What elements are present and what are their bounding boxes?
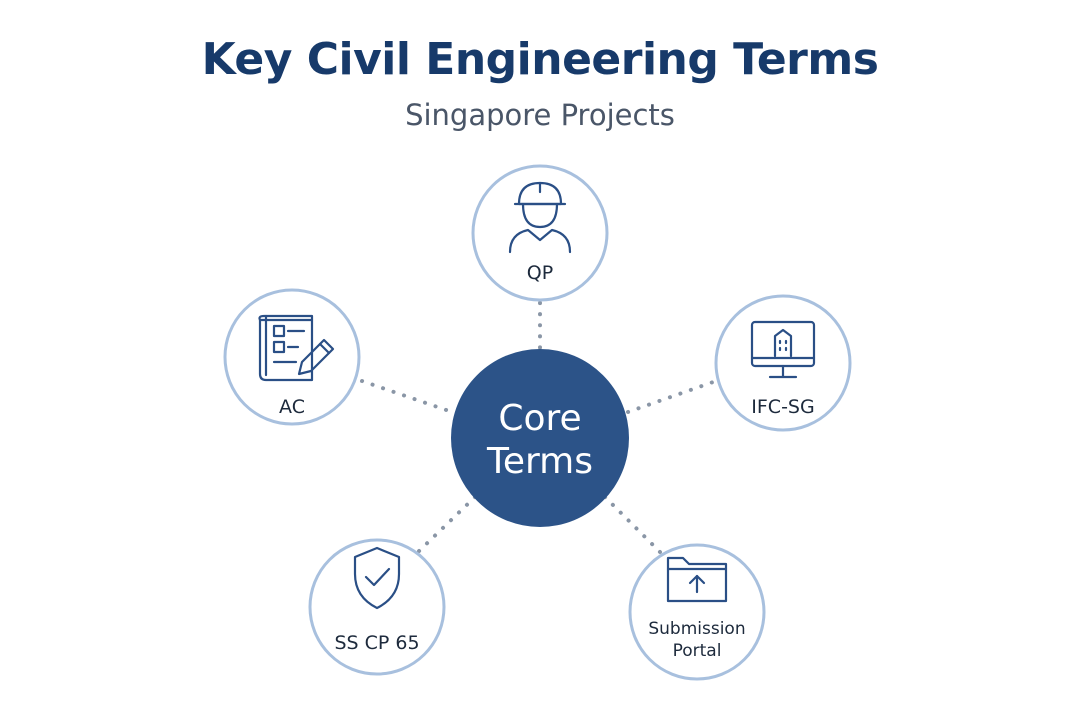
- node-ifc-sg-label: IFC-SG: [751, 396, 814, 418]
- shield-check-icon: [353, 546, 401, 610]
- node-ifc-sg: IFC-SG: [714, 294, 852, 432]
- node-ss-cp-65-label: SS CP 65: [334, 632, 419, 654]
- core-node: Core Terms: [451, 349, 629, 527]
- connector-ss-cp-65: [416, 495, 477, 554]
- page-subtitle: Singapore Projects: [405, 98, 675, 132]
- core-label-line2: Terms: [486, 441, 593, 482]
- node-submission-portal-circle: [628, 543, 766, 681]
- connector-ac: [360, 379, 454, 414]
- blueprint-pencil-icon: [258, 314, 335, 382]
- node-submission-portal-label-line1: Submission: [648, 619, 745, 639]
- node-qp-circle: [471, 164, 609, 302]
- node-ac-circle: [223, 288, 361, 426]
- computer-building-icon: [750, 320, 816, 379]
- connector-submission-portal: [603, 495, 662, 554]
- core-circle: [451, 349, 629, 527]
- node-qp: QP: [471, 164, 609, 302]
- page-title: Key Civil Engineering Terms: [201, 34, 879, 85]
- node-submission-portal-label-line2: Portal: [673, 641, 722, 661]
- core-label-line1: Core: [498, 398, 581, 439]
- node-ss-cp-65: SS CP 65: [308, 538, 446, 676]
- node-ac: AC: [223, 288, 361, 426]
- connector-ifc-sg: [626, 379, 718, 414]
- node-ac-label: AC: [279, 396, 305, 418]
- node-submission-portal: Submission Portal: [628, 543, 766, 681]
- construction-worker-icon: [508, 181, 572, 254]
- node-qp-label: QP: [527, 262, 553, 284]
- connectors: [360, 301, 718, 554]
- node-ifc-sg-circle: [714, 294, 852, 432]
- folder-upload-icon: [666, 556, 728, 603]
